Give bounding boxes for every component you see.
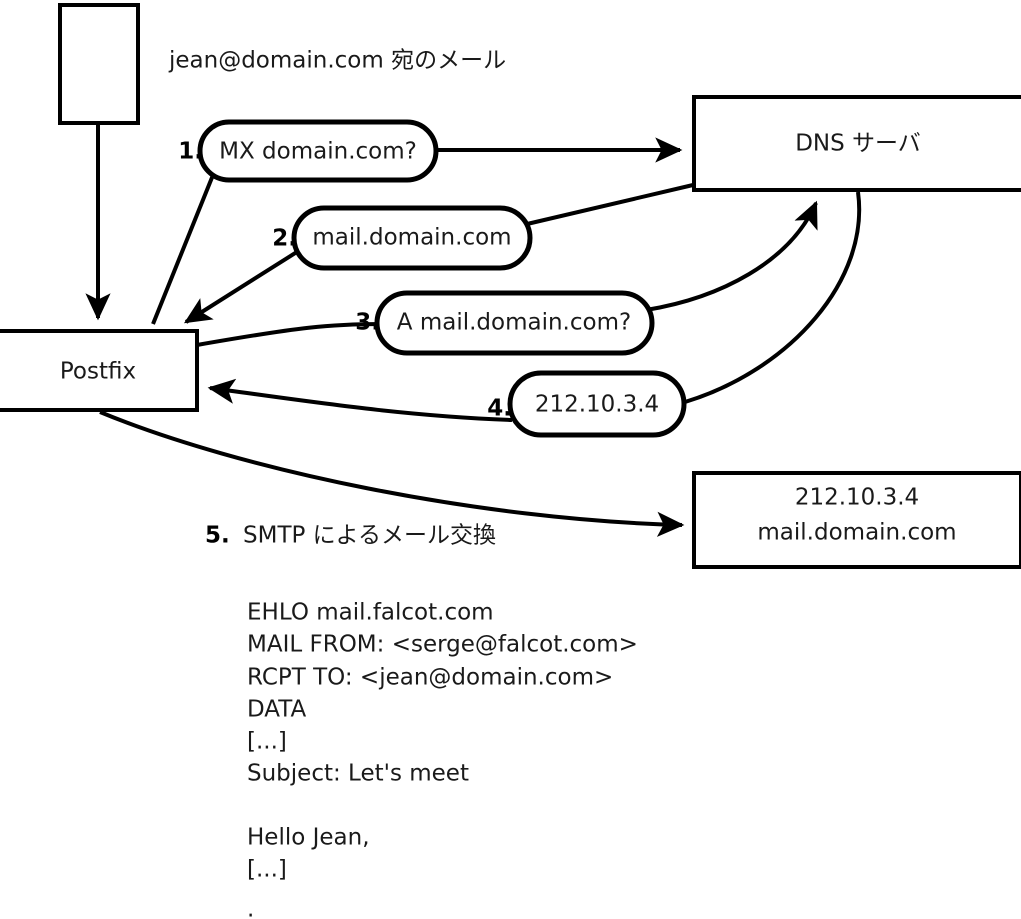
smtp-line-7: Hello Jean, bbox=[247, 825, 370, 851]
edge-bubble4-to-postfix bbox=[207, 378, 513, 422]
edge-dns-to-bubble2 bbox=[509, 183, 694, 230]
edge-postfix-to-mailserver bbox=[99, 410, 685, 537]
smtp-transcript: EHLO mail.falcot.com MAIL FROM: <serge@f… bbox=[247, 600, 638, 919]
node-dns-server-label: DNS サーバ bbox=[795, 131, 921, 157]
step-3[interactable]: 3. A mail.domain.com? bbox=[355, 290, 655, 356]
edge-dns-to-bubble4 bbox=[684, 191, 862, 404]
node-postfix[interactable]: Postfix bbox=[0, 329, 199, 412]
step-2[interactable]: 2. mail.domain.com bbox=[272, 205, 533, 271]
smtp-line-3: DATA bbox=[247, 697, 307, 723]
edge-bubble2-to-postfix bbox=[183, 248, 302, 324]
step-4[interactable]: 4. 212.10.3.4 bbox=[487, 370, 687, 438]
edge-postfix-to-bubble1 bbox=[151, 174, 215, 325]
smtp-line-9: . bbox=[247, 897, 254, 919]
mail-destination-caption: jean@domain.com 宛のメール bbox=[168, 48, 506, 74]
smtp-line-0: EHLO mail.falcot.com bbox=[247, 600, 494, 626]
step-4-label: 212.10.3.4 bbox=[535, 392, 659, 418]
node-client[interactable] bbox=[58, 3, 140, 125]
step-1[interactable]: 1. MX domain.com? bbox=[178, 119, 439, 183]
smtp-line-2: RCPT TO: <jean@domain.com> bbox=[247, 665, 613, 691]
node-postfix-label: Postfix bbox=[60, 359, 136, 385]
node-mail-server-hostname: mail.domain.com bbox=[757, 520, 956, 546]
smtp-line-1: MAIL FROM: <serge@falcot.com> bbox=[247, 632, 638, 658]
edge-postfix-to-bubble3 bbox=[196, 322, 384, 347]
smtp-line-8: [...] bbox=[247, 857, 287, 883]
node-mail-server[interactable]: 212.10.3.4 mail.domain.com bbox=[692, 471, 1021, 569]
step-3-label: A mail.domain.com? bbox=[397, 310, 631, 336]
step-1-label: MX domain.com? bbox=[219, 139, 417, 165]
node-dns-server[interactable]: DNS サーバ bbox=[692, 95, 1021, 192]
step-5-label: SMTP によるメール交換 bbox=[243, 523, 496, 549]
edge-bubble3-to-dns bbox=[645, 200, 818, 312]
step-2-label: mail.domain.com bbox=[312, 225, 511, 251]
smtp-line-5: Subject: Let's meet bbox=[247, 761, 469, 787]
node-mail-server-ip: 212.10.3.4 bbox=[795, 485, 919, 511]
smtp-line-4: [...] bbox=[247, 729, 287, 755]
step-5-number: 5. bbox=[205, 523, 230, 549]
step-5: 5. SMTP によるメール交換 bbox=[205, 523, 496, 549]
